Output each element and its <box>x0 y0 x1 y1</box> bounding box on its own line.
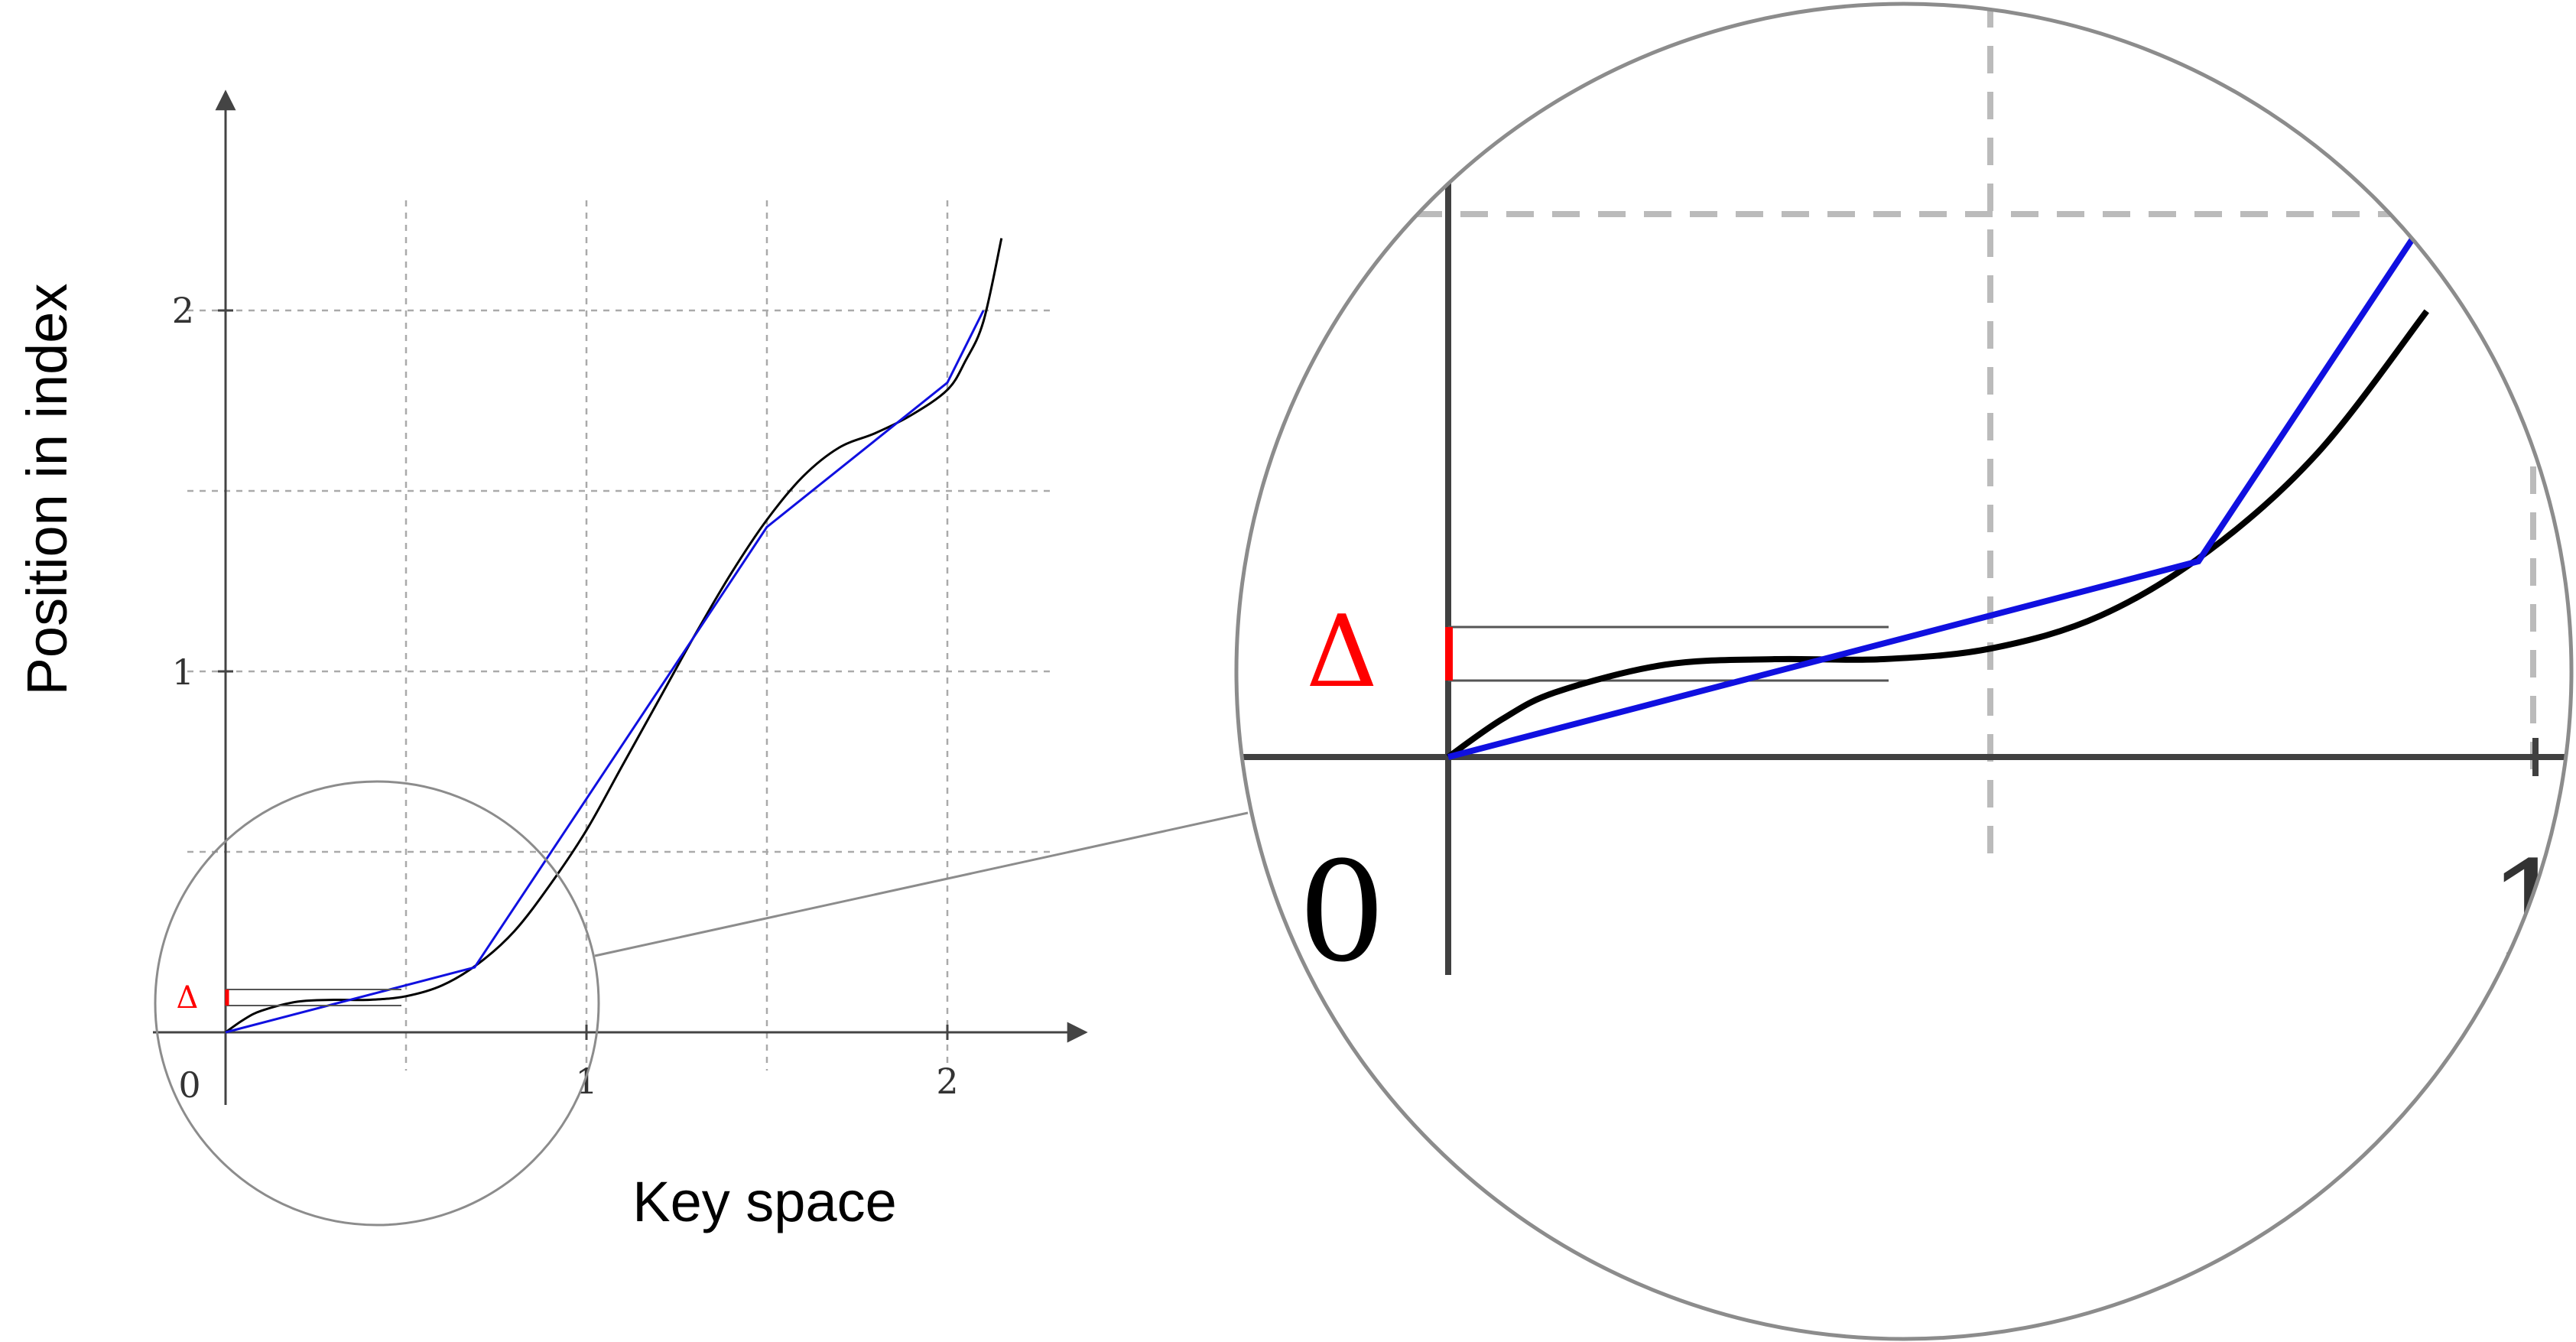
delta-symbol-large: Δ <box>1306 593 1378 710</box>
zoom-inset: 0 1 Δ <box>1234 2 2574 1341</box>
zoom-series-piecewise-linear <box>1447 216 2430 760</box>
magnify-region-circle <box>154 780 600 1227</box>
y-axis-title: Position in index <box>15 284 79 696</box>
main-plot: 0 1 2 1 2 Δ Key space Position in index <box>15 89 1088 1233</box>
magnify-connector <box>594 811 1249 957</box>
y-tick-label-1: 1 <box>172 652 194 693</box>
zoom-x-tick-label-0: 0 <box>1298 833 1386 993</box>
y-tick-label-2: 2 <box>172 290 194 331</box>
zoom-background <box>1236 4 2571 1339</box>
main-grid <box>187 200 1055 1071</box>
zoom-series-curve <box>1446 309 2429 760</box>
main-ticks <box>218 309 949 1040</box>
x-tick-label-0: 0 <box>178 1064 200 1106</box>
delta-symbol-small: Δ <box>177 980 199 1015</box>
zoom-border-circle <box>1234 2 2574 1341</box>
x-tick-label-2: 2 <box>936 1061 958 1102</box>
x-axis-title: Key space <box>632 1170 897 1233</box>
series-curve <box>225 238 1003 1034</box>
